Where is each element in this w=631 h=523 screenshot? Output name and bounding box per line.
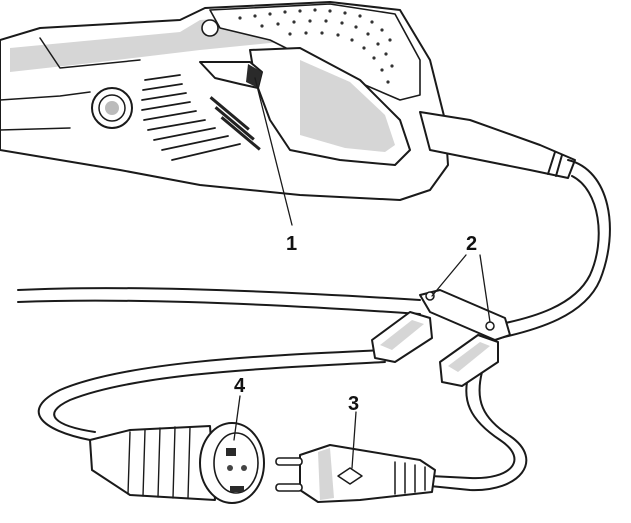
extension-socket xyxy=(89,422,265,504)
leader-lines xyxy=(233,77,491,469)
callout-2: 2 xyxy=(466,233,477,255)
callout-1: 1 xyxy=(286,233,297,255)
callout-4: 4 xyxy=(234,375,246,397)
cord-clips xyxy=(371,289,511,387)
tool-body xyxy=(0,1,576,201)
mains-plug xyxy=(275,444,436,503)
power-cord xyxy=(17,159,611,492)
callout-3: 3 xyxy=(348,393,359,415)
